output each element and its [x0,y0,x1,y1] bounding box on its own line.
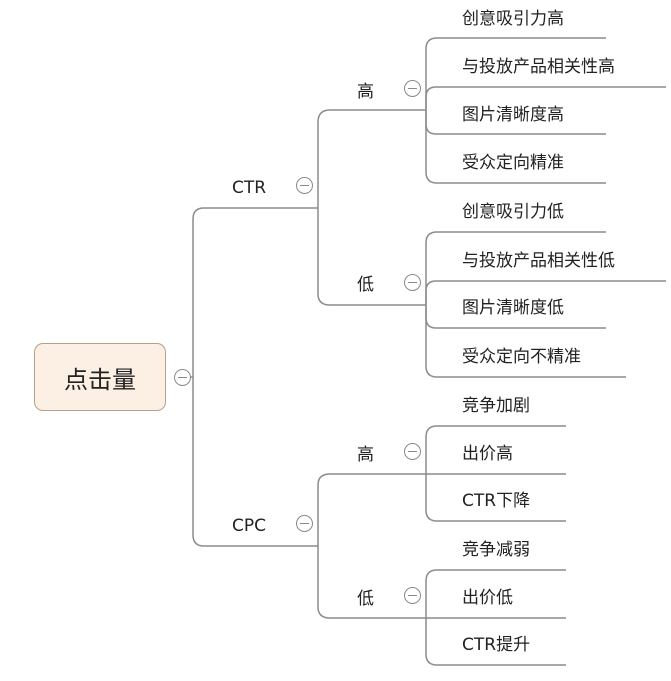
collapse-cpc-minus-circle-icon[interactable] [296,515,313,532]
leaf-label[interactable]: 图片清晰度低 [462,298,564,318]
leaf-label[interactable]: CTR提升 [462,635,531,655]
group-cpc-high-label[interactable]: 高 [357,445,374,465]
connector-leaf [425,231,606,305]
collapse-root-minus-circle-icon[interactable] [174,369,191,386]
collapse-ctr-low-minus-circle-icon[interactable] [404,274,421,291]
leaf-label[interactable]: 与投放产品相关性高 [462,57,615,77]
collapse-cpc-high-minus-circle-icon[interactable] [404,443,421,460]
connector-leaf [425,474,566,522]
leaf-label[interactable]: 与投放产品相关性低 [462,251,615,271]
group-cpc-low-label[interactable]: 低 [357,589,374,609]
connector-cpc-low [317,546,426,619]
connector-leaf [425,280,666,305]
leaf-label[interactable]: 受众定向不精准 [462,347,581,367]
leaf-label[interactable]: 受众定向精准 [462,153,564,173]
leaf-label[interactable]: 出价低 [462,588,513,608]
collapse-ctr-minus-circle-icon[interactable] [296,177,313,194]
leaf-label[interactable]: 竞争减弱 [462,540,530,560]
connector-root-ctr [183,207,318,378]
leaf-label[interactable]: 图片清晰度高 [462,105,564,125]
leaf-label[interactable]: 创意吸引力低 [462,202,564,222]
group-ctr-low-label[interactable]: 低 [357,275,374,295]
leaf-label[interactable]: CTR下降 [462,491,531,511]
root-node[interactable]: 点击量 [34,343,166,411]
connector-ctr-high [317,109,426,208]
group-ctr-high-label[interactable]: 高 [357,82,374,102]
connector-leaf [425,618,566,666]
leaf-label[interactable]: 出价高 [462,444,513,464]
connector-leaf [425,86,666,110]
leaf-label[interactable]: 创意吸引力高 [462,9,564,29]
connector-leaf [425,305,626,378]
collapse-cpc-low-minus-circle-icon[interactable] [404,587,421,604]
branch-ctr-label[interactable]: CTR [232,178,267,198]
root-label: 点击量 [64,365,136,394]
connector-leaf [425,110,606,184]
connector-leaf [425,425,566,474]
connector-leaf [425,37,606,110]
branch-cpc-label[interactable]: CPC [232,516,266,536]
connector-root-cpc [192,377,318,547]
leaf-label[interactable]: 竞争加剧 [462,396,530,416]
connector-ctr-low [317,208,426,306]
connector-cpc-high [317,473,426,546]
connector-leaf [425,569,566,618]
collapse-ctr-high-minus-circle-icon[interactable] [404,80,421,97]
